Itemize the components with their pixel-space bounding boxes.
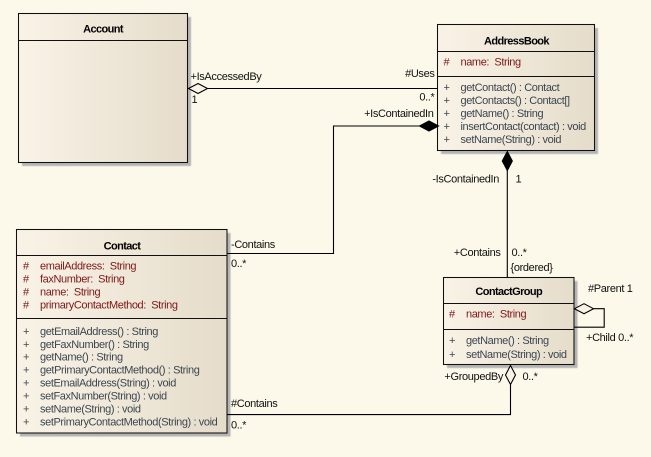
svg-text:#Uses: #Uses (405, 68, 435, 80)
svg-text:#: # (23, 261, 30, 273)
svg-text:+: + (23, 326, 29, 338)
svg-text:#: # (449, 309, 456, 321)
svg-text:name: String: name: String (461, 57, 522, 69)
svg-text:+: + (23, 365, 29, 377)
svg-text:Contact: Contact (104, 241, 142, 253)
svg-text:#: # (444, 57, 451, 69)
svg-text:Account: Account (83, 24, 124, 36)
svg-text:setFaxNumber(String) : void: setFaxNumber(String) : void (40, 391, 167, 403)
svg-text:getName() : String: getName() : String (461, 108, 544, 120)
svg-text:+: + (23, 339, 29, 351)
svg-text:+Child 0..*: +Child 0..* (586, 332, 634, 344)
svg-text:name: String: name: String (40, 287, 101, 299)
svg-text:+: + (23, 391, 29, 403)
svg-text:+: + (449, 335, 455, 347)
svg-text:getName() : String: getName() : String (40, 352, 123, 364)
svg-text:+: + (23, 416, 29, 428)
svg-text:+: + (449, 349, 455, 361)
svg-text:+IsAccessedBy: +IsAccessedBy (191, 71, 263, 83)
svg-text:getContacts() : Contact[]: getContacts() : Contact[] (461, 95, 571, 107)
svg-text:#: # (23, 287, 30, 299)
svg-text:+: + (23, 352, 29, 364)
svg-text:setName(String) : void: setName(String) : void (40, 403, 141, 415)
svg-text:ContactGroup: ContactGroup (475, 286, 543, 298)
svg-text:faxNumber: String: faxNumber: String (40, 274, 125, 286)
svg-text:{ordered}: {ordered} (511, 262, 554, 274)
svg-text:0..*: 0..* (523, 371, 539, 383)
svg-text:#: # (23, 299, 30, 311)
svg-text:+IsContainedIn: +IsContainedIn (364, 108, 434, 120)
svg-text:primaryContactMethod: String: primaryContactMethod: String (40, 299, 178, 311)
svg-text:0..*: 0..* (231, 258, 247, 270)
svg-text:emailAddress: String: emailAddress: String (40, 261, 136, 273)
svg-text:+: + (444, 82, 450, 94)
svg-text:getName() : String: getName() : String (466, 335, 549, 347)
svg-text:+Contains: +Contains (454, 247, 502, 259)
svg-text:#Contains: #Contains (231, 398, 278, 410)
svg-text:#: # (23, 274, 30, 286)
svg-text:0..*: 0..* (419, 92, 435, 104)
svg-text:+: + (444, 121, 450, 133)
svg-text:+: + (23, 378, 29, 390)
svg-text:-IsContainedIn: -IsContainedIn (432, 174, 499, 186)
svg-text:0..*: 0..* (231, 420, 247, 432)
svg-text:+: + (444, 95, 450, 107)
svg-text:-Contains: -Contains (231, 239, 276, 251)
svg-text:setEmailAddress(String) : void: setEmailAddress(String) : void (40, 378, 176, 390)
svg-text:+: + (444, 134, 450, 146)
svg-text:getEmailAddress() : String: getEmailAddress() : String (40, 326, 158, 338)
svg-text:+: + (23, 403, 29, 415)
svg-text:name: String: name: String (466, 309, 527, 321)
svg-text:setName(String) : void: setName(String) : void (466, 349, 567, 361)
svg-text:getPrimaryContactMethod() : St: getPrimaryContactMethod() : String (40, 365, 200, 377)
svg-text:getContact() : Contact: getContact() : Contact (461, 82, 560, 94)
svg-text:1: 1 (516, 174, 522, 186)
svg-text:setName(String) : void: setName(String) : void (461, 134, 562, 146)
svg-text:0..*: 0..* (512, 247, 528, 259)
svg-text:+: + (444, 108, 450, 120)
svg-text:insertContact(contact) : void: insertContact(contact) : void (461, 121, 587, 133)
svg-text:+GroupedBy: +GroupedBy (444, 371, 503, 383)
svg-text:getFaxNumber() : String: getFaxNumber() : String (40, 339, 149, 351)
svg-text:AddressBook: AddressBook (484, 36, 550, 48)
svg-text:1: 1 (192, 94, 198, 106)
svg-text:setPrimaryContactMethod(String: setPrimaryContactMethod(String) : void (40, 416, 218, 428)
svg-text:#Parent 1: #Parent 1 (588, 283, 633, 295)
